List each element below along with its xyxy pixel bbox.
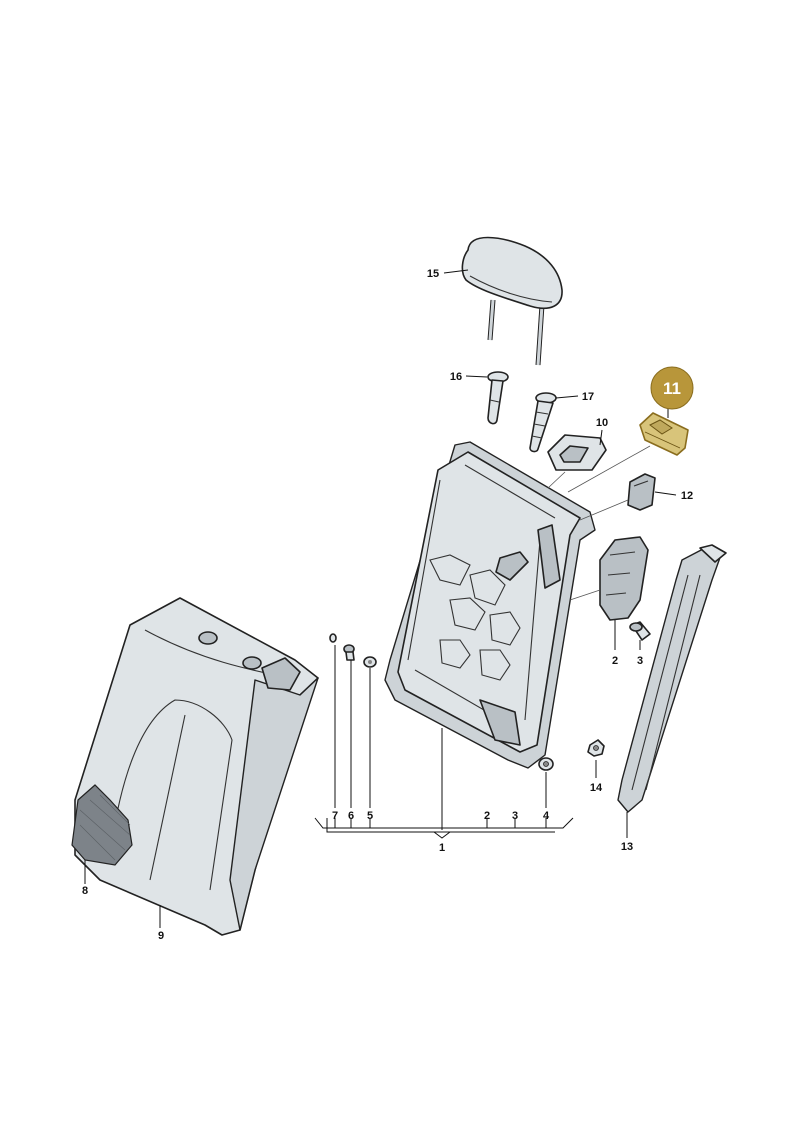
label-6: 6 [348,810,354,822]
label-2-group: 2 [484,810,490,822]
backrest-frame [384,441,596,769]
guide-sleeve [487,371,509,425]
highlighted-part-shape [639,412,689,456]
side-trim [617,544,727,813]
bolt [629,621,651,641]
assembly-lines [547,445,651,601]
label-17: 17 [582,391,594,403]
label-5: 5 [367,810,373,822]
label-16: 16 [450,371,462,383]
label-12: 12 [681,490,693,502]
guide-sleeve-locking [529,392,557,453]
label-2-lock: 2 [612,655,618,667]
label-3-group: 3 [512,810,518,822]
label-3-bolt: 3 [637,655,643,667]
highlighted-part-11 [639,412,689,456]
release-button [627,473,656,511]
part-labels: 15 16 17 10 12 2 3 14 13 7 6 5 2 3 4 1 8… [82,268,693,942]
backrest-cover [74,597,319,936]
fastener-7 [329,633,337,643]
label-8: 8 [82,885,88,897]
label-14: 14 [590,782,603,794]
label-1: 1 [439,842,445,854]
headrest [461,236,563,366]
nut-4 [538,757,554,771]
label-7: 7 [332,810,338,822]
cover-pad [71,784,133,866]
nut [587,739,605,757]
label-4: 4 [543,810,550,822]
label-9: 9 [158,930,164,942]
fastener-6 [343,644,355,661]
part-11-badge[interactable]: 11 [650,366,694,410]
fastener-5 [363,656,377,668]
label-15: 15 [427,268,439,280]
leader-lines [84,269,677,928]
part-11-label: 11 [663,379,681,398]
backrest-lock [599,536,649,621]
label-10: 10 [596,417,608,429]
cover-bezel [547,434,607,471]
label-13: 13 [621,841,633,853]
